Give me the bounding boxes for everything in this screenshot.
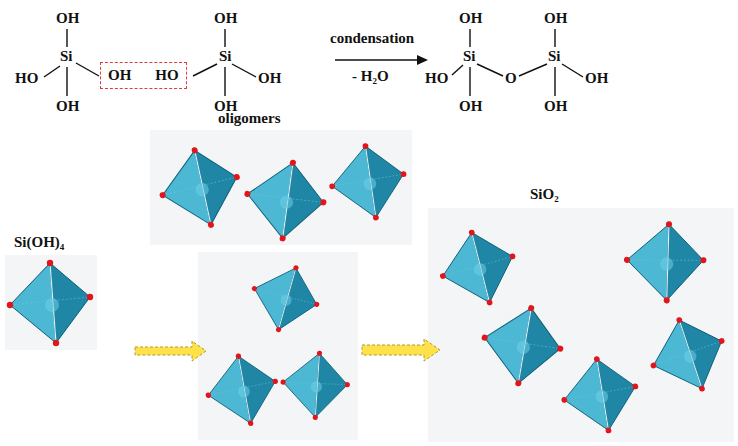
bond-lines [44,29,583,96]
hydroxyl-group: OH [258,70,281,87]
hydroxyl-group: OH [56,98,79,115]
silicon-atom: Si [219,48,232,65]
reaction-condition: condensation [330,30,414,47]
hydroxyl-group: HO [15,70,38,87]
hydroxyl-group: OH [459,98,482,115]
condensing-groups-box: OH HO [100,62,187,89]
hydroxyl-group: OH [214,10,237,27]
image-ground [5,255,97,350]
stage-label: SiO₂ [530,186,559,203]
hydroxyl-group: OH [585,70,608,87]
silicon-atom: Si [548,48,561,65]
silicon-atom: Si [60,48,73,65]
silicate-tetrahedra [7,141,735,438]
hydroxyl-group: OH [108,67,131,84]
stage-label: Si(OH)₄ [14,234,64,251]
stage-label: oligomers [218,110,280,127]
process-arrow [135,339,440,361]
hydroxyl-group: OH [544,98,567,115]
silicon-atom: Si [463,48,476,65]
hydroxyl-group: OH [56,10,79,27]
image-ground [198,252,358,440]
hydroxyl-group: HO [425,70,448,87]
hydroxyl-group: OH [459,10,482,27]
byproduct-label: - H₂O [352,68,389,85]
hydroxyl-group: HO [155,67,178,84]
hydroxyl-group: OH [544,10,567,27]
bridging-oxygen: O [505,70,517,87]
reaction-arrow [335,55,428,65]
